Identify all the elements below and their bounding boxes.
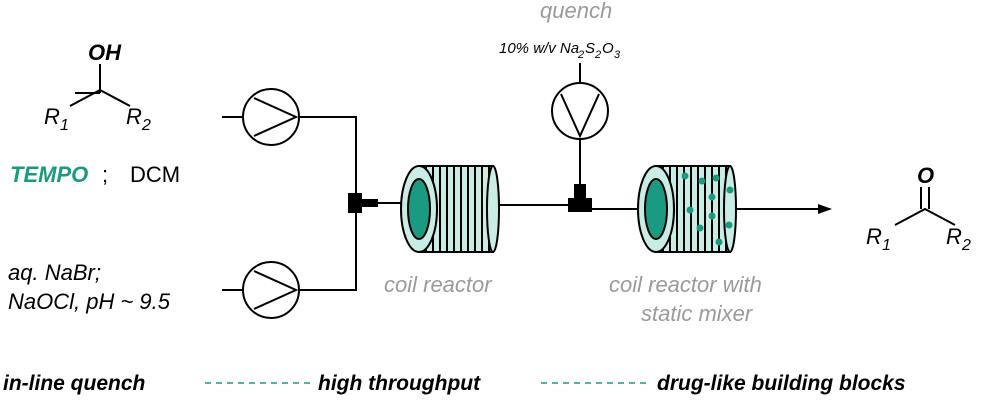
quench-pump — [551, 63, 609, 186]
stream-b-line1: aq. NaBr; — [8, 260, 101, 285]
pump-a — [222, 88, 300, 146]
quench-sub3: 3 — [614, 49, 621, 61]
quench-labels: quench 10% w/v Na 2 S 2 O 3 — [499, 0, 621, 61]
oh-label: OH — [88, 40, 122, 65]
quench-sub2: 2 — [594, 49, 601, 61]
quench-s: S — [585, 40, 595, 57]
stream-b-reagents: aq. NaBr; NaOCl, pH ~ 9.5 — [8, 260, 171, 314]
product-r1-subscript: 1 — [882, 237, 891, 254]
coil-reactor-2 — [637, 165, 737, 253]
pump-b — [222, 261, 300, 319]
banner-drug-like: drug-like building blocks — [657, 372, 906, 395]
coil-reactor-label: coil reactor — [384, 272, 493, 297]
product-r1-label: R — [866, 224, 882, 249]
tubing-to-mixer — [299, 116, 357, 291]
quench-title: quench — [540, 0, 612, 23]
tempo-label: TEMPO — [10, 162, 88, 187]
product-ketone-structure: O R 1 R 2 — [866, 163, 971, 254]
dcm-label: DCM — [130, 162, 180, 187]
quench-sub1: 2 — [577, 49, 584, 61]
r2-label: R — [126, 104, 142, 129]
starting-alcohol-structure: OH R 1 R 2 — [44, 40, 151, 134]
mixer-reactor-label-line2: static mixer — [641, 301, 754, 326]
product-r2-subscript: 2 — [961, 237, 971, 254]
coil-reactor-1 — [400, 165, 500, 253]
quench-o: O — [602, 40, 614, 57]
stream-b-line2: NaOCl, pH ~ 9.5 — [8, 289, 171, 314]
reactor-labels: coil reactor coil reactor with static mi… — [384, 272, 762, 326]
r2-subscript: 2 — [141, 117, 151, 134]
r1-subscript: 1 — [60, 117, 69, 134]
mixer-reactor-label-line1: coil reactor with — [609, 272, 762, 297]
t-mixer-2 — [568, 184, 592, 212]
product-o-label: O — [917, 163, 934, 188]
stream-a-reagents: TEMPO ; DCM — [10, 162, 180, 187]
reagent-separator: ; — [102, 162, 108, 187]
quench-conc: 10% w/v Na — [499, 40, 579, 57]
banner-high-throughput: high throughput — [318, 372, 481, 395]
banner-in-line-quench: in-line quench — [3, 372, 145, 395]
feature-banner: in-line quench high throughput drug-like… — [3, 372, 906, 395]
static-mixer-beads — [681, 172, 734, 246]
r1-label: R — [44, 104, 60, 129]
product-r2-label: R — [946, 224, 962, 249]
